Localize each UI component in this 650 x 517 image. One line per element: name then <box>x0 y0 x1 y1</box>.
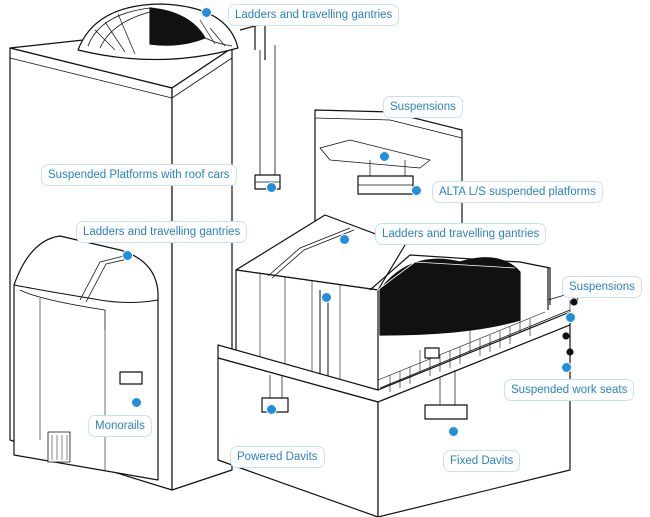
marker-left-gantry <box>121 249 133 261</box>
marker-center-gantry <box>338 233 350 245</box>
marker-work-seats <box>560 361 572 373</box>
suspended-cradles <box>261 347 468 420</box>
label-suspended-platforms-roof-cars: Suspended Platforms with roof cars <box>41 164 237 186</box>
left-building <box>13 235 159 481</box>
marker-dome-gantry <box>200 6 212 18</box>
label-suspended-work-seats: Suspended work seats <box>504 379 635 401</box>
label-ladders-gantries-left: Ladders and travelling gantries <box>76 221 248 243</box>
marker-monorail <box>130 396 142 408</box>
label-powered-davits: Powered Davits <box>230 446 325 468</box>
podium <box>217 309 571 517</box>
balustrade <box>377 311 546 392</box>
marker-powered-davit <box>265 403 277 415</box>
label-monorails: Monorails <box>88 415 152 437</box>
label-ladders-gantries-top: Ladders and travelling gantries <box>228 4 400 26</box>
label-ladders-gantries-center: Ladders and travelling gantries <box>375 223 547 245</box>
marker-alta-platform <box>410 184 422 196</box>
marker-suspensions-right <box>564 311 576 323</box>
atrium <box>369 254 551 336</box>
marker-roof-car <box>265 181 277 193</box>
label-fixed-davits: Fixed Davits <box>443 450 521 472</box>
marker-suspensions-top <box>378 150 390 162</box>
label-suspensions-right: Suspensions <box>562 276 642 298</box>
label-suspensions-top: Suspensions <box>383 96 463 118</box>
label-alta-platforms: ALTA L/S suspended platforms <box>432 181 603 203</box>
marker-fixed-davit <box>447 425 459 437</box>
rear-building <box>314 109 463 241</box>
marker-facade <box>320 291 332 303</box>
roof-dome <box>77 3 239 61</box>
roof-car-rig <box>239 21 281 190</box>
